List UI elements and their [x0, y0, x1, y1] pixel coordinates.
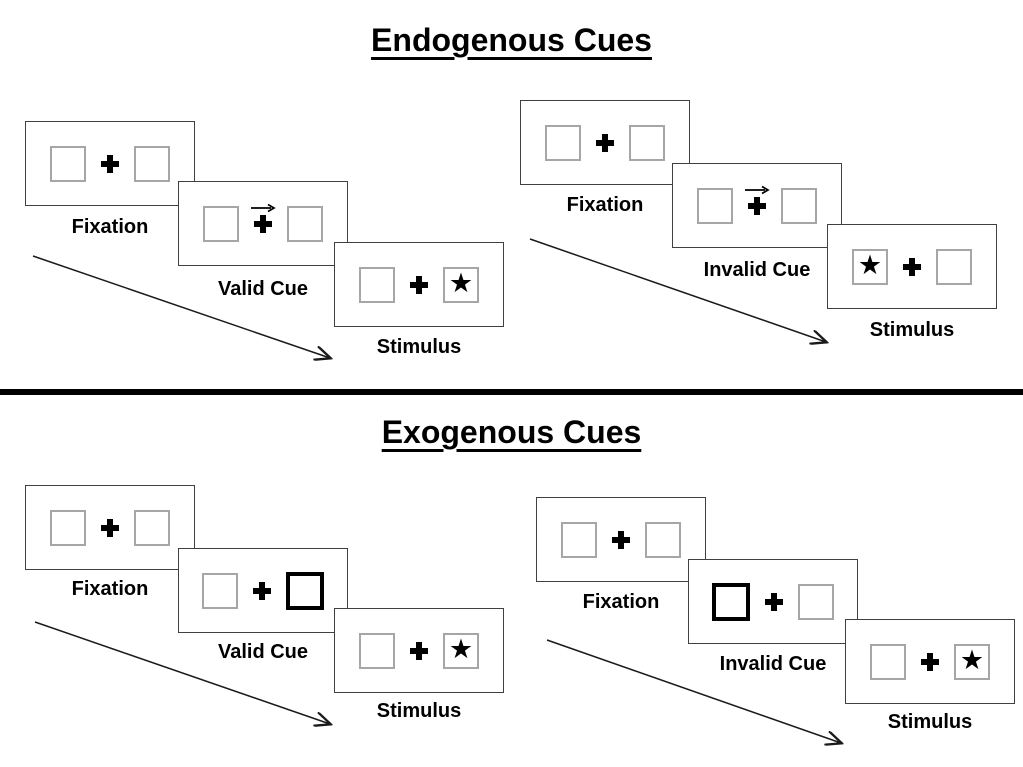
panel-invalid-cue: [688, 559, 858, 644]
plus-icon: [748, 196, 766, 215]
panel-label: Fixation: [582, 591, 660, 613]
right-box: [134, 145, 170, 182]
cue-arrow-icon: [745, 185, 770, 195]
timeline-arrow-icon: [546, 639, 841, 743]
right-box: [134, 509, 170, 546]
star-icon: ★: [959, 645, 985, 676]
section-divider: [0, 389, 1023, 395]
panel-label: Stimulus: [869, 319, 955, 341]
left-box: [50, 509, 86, 546]
left-box: [203, 205, 239, 242]
panel-label: Invalid Cue: [703, 259, 811, 281]
section-title-exogenous: Exogenous Cues: [381, 414, 642, 450]
left-box-cue-highlight: [712, 582, 750, 621]
plus-icon: [101, 518, 119, 537]
section-title-endogenous: Endogenous Cues: [371, 22, 652, 58]
left-box: ★: [852, 248, 888, 285]
panel-label: Stimulus: [887, 711, 973, 733]
star-icon: ★: [448, 634, 474, 665]
star-icon: ★: [857, 250, 883, 281]
right-box: [645, 521, 681, 558]
plus-icon: [254, 214, 272, 233]
timeline-arrow-icon: [32, 255, 330, 358]
right-box: ★: [954, 643, 990, 680]
timeline-arrow-icon: [34, 621, 330, 724]
panel-valid-cue: [178, 181, 348, 266]
panel-label: Valid Cue: [217, 641, 309, 663]
cue-arrow-icon: [251, 203, 276, 213]
panel-valid-cue: [178, 548, 348, 633]
panel-label: Stimulus: [376, 336, 462, 358]
star-icon: ★: [448, 268, 474, 299]
panel-label: Fixation: [71, 216, 149, 238]
panel-label: Fixation: [71, 578, 149, 600]
panel-stimulus: ★: [845, 619, 1015, 704]
left-box: [561, 521, 597, 558]
left-box: [545, 124, 581, 161]
panel-stimulus: ★: [334, 608, 504, 693]
left-box: [359, 632, 395, 669]
plus-icon: [921, 652, 939, 671]
left-box: [359, 266, 395, 303]
plus-icon: [410, 275, 428, 294]
panel-label: Fixation: [566, 194, 644, 216]
plus-icon: [253, 581, 271, 600]
panel-label: Valid Cue: [217, 278, 309, 300]
panel-fixation: [25, 121, 195, 206]
left-box: [50, 145, 86, 182]
right-box: ★: [443, 632, 479, 669]
right-box: [287, 205, 323, 242]
plus-icon: [765, 592, 783, 611]
panel-label: Stimulus: [376, 700, 462, 722]
plus-icon: [903, 257, 921, 276]
timeline-arrow-icon: [529, 238, 826, 342]
left-box: [202, 572, 238, 609]
panel-invalid-cue: [672, 163, 842, 248]
panel-stimulus: ★: [827, 224, 997, 309]
left-box: [697, 187, 733, 224]
right-box: [936, 248, 972, 285]
plus-icon: [410, 641, 428, 660]
panel-stimulus: ★: [334, 242, 504, 327]
right-box: [798, 583, 834, 620]
plus-icon: [596, 133, 614, 152]
right-box: ★: [443, 266, 479, 303]
right-box-cue-highlight: [286, 571, 324, 610]
panel-fixation: [25, 485, 195, 570]
panel-fixation: [536, 497, 706, 582]
left-box: [870, 643, 906, 680]
right-box: [781, 187, 817, 224]
panel-label: Invalid Cue: [719, 653, 827, 675]
plus-icon: [101, 154, 119, 173]
plus-icon: [612, 530, 630, 549]
panel-fixation: [520, 100, 690, 185]
right-box: [629, 124, 665, 161]
